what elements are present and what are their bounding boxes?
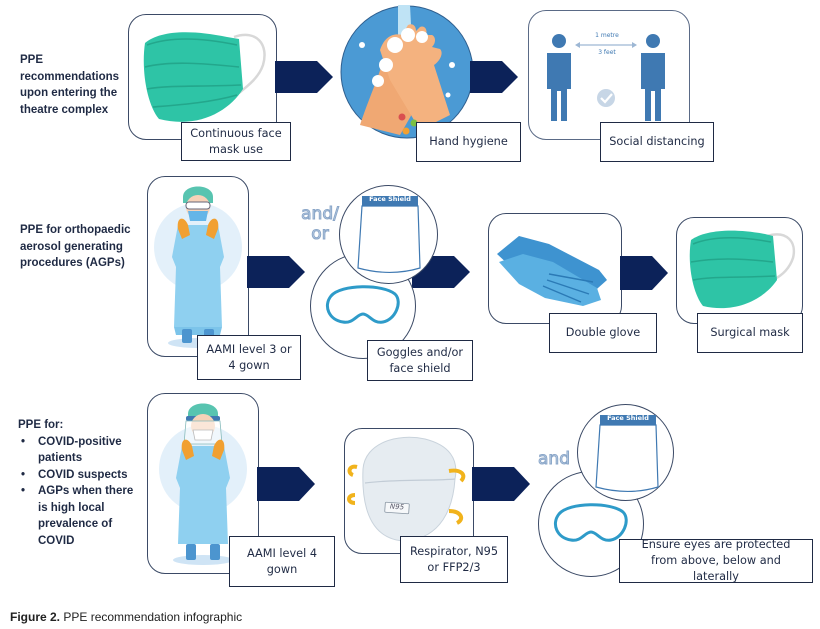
face-mask-icon <box>143 32 266 122</box>
heading-line: PPE <box>20 54 44 66</box>
arrow-right-icon <box>620 256 668 290</box>
social-distancing-card: 1 metre 3 feet <box>528 10 690 140</box>
hand-hygiene-illustration <box>340 5 474 139</box>
social-distancing-label: Social distancing <box>600 122 714 162</box>
surgical-mask-icon <box>689 230 796 309</box>
face-shield-text: Face Shield <box>369 195 411 203</box>
and-connector: and <box>538 449 571 470</box>
row2-heading: PPE for orthopaedic aerosol generating p… <box>20 222 142 272</box>
arrow-right-icon <box>247 256 305 288</box>
gown-card <box>147 176 249 357</box>
face-shield-icon <box>357 196 421 274</box>
condition-item: COVID suspects <box>18 467 144 484</box>
arrow-right-icon <box>275 61 333 93</box>
n95-respirator-icon <box>347 436 466 542</box>
eye-protection-label: Ensure eyes are protected from above, be… <box>619 538 813 583</box>
n95-text: N95 <box>389 502 405 512</box>
continuous-face-mask-label: Continuous face mask use <box>181 122 291 161</box>
social-distancing-icon <box>547 34 665 121</box>
heading-line: procedures (AGPs) <box>20 257 125 269</box>
and-or-connector: and/ or <box>301 204 340 245</box>
gloves-card <box>488 213 622 324</box>
arrow-right-icon <box>257 467 315 501</box>
surgeon-gown-icon <box>154 186 242 348</box>
hand-washing-icon <box>340 5 474 139</box>
hand-hygiene-label: Hand hygiene <box>416 122 521 162</box>
goggles-face-shield-label: Goggles and/or face shield <box>367 340 473 381</box>
goggles-icon <box>554 503 628 542</box>
face-shield-text: Face Shield <box>607 414 649 422</box>
goggles-icon <box>326 285 400 324</box>
face-shield-circle: Face Shield <box>339 185 438 284</box>
figure-caption: Figure 2. PPE recommendation infographic <box>10 610 242 624</box>
condition-item: AGPs when there is high local prevalence… <box>18 483 144 549</box>
heading-line: upon entering the <box>20 87 118 99</box>
arrow-right-icon <box>470 61 518 93</box>
respirator-n95-label: Respirator, N95 or FFP2/3 <box>400 536 508 583</box>
surgical-mask-label: Surgical mask <box>697 313 803 353</box>
heading-title: PPE for: <box>18 419 64 431</box>
surgical-mask-card <box>676 217 803 324</box>
face-shield-icon <box>595 415 659 493</box>
figure-number: Figure 2. <box>10 610 61 624</box>
heading-line: PPE for orthopaedic <box>20 224 131 236</box>
aami-3-or-4-gown-label: AAMI level 3 or 4 gown <box>197 335 301 380</box>
distance-feet-text: 3 feet <box>598 49 616 56</box>
heading-line: theatre complex <box>20 103 109 116</box>
heading-line: recommendations <box>20 70 120 83</box>
figure-caption-text: PPE recommendation infographic <box>60 610 243 624</box>
arrow-right-icon <box>472 467 530 501</box>
n95-respirator-card: N95 <box>344 428 474 554</box>
condition-item: COVID-positive patients <box>18 434 144 467</box>
aami-4-gown-label: AAMI level 4 gown <box>229 536 335 587</box>
row3-heading: PPE for: COVID-positive patients COVID s… <box>18 417 144 549</box>
gloves-icon <box>497 236 607 306</box>
face-shield-circle: Face Shield <box>577 404 674 501</box>
surgeon-gown-face-shield-icon <box>159 403 247 565</box>
face-mask-card <box>128 14 277 140</box>
condition-list: COVID-positive patients COVID suspects A… <box>18 434 144 550</box>
row1-heading: PPE recommendations upon entering the th… <box>20 52 124 118</box>
double-glove-label: Double glove <box>549 313 657 353</box>
heading-line: aerosol generating <box>20 240 123 253</box>
distance-metre-text: 1 metre <box>595 32 619 39</box>
